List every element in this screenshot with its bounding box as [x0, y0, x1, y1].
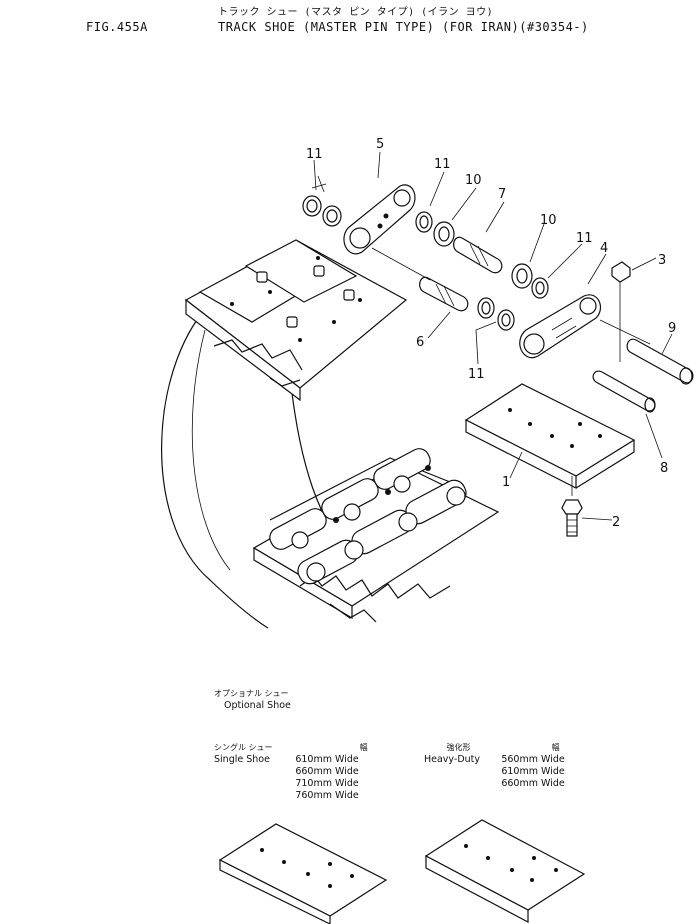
single-shoe-wide: Wide: [335, 766, 359, 777]
heavy-duty-size: 560mm: [501, 754, 538, 765]
heavy-duty-wide: Wide: [541, 754, 565, 765]
callout-2: 2: [612, 515, 620, 530]
single-shoe-jp-label: シングル シュー: [214, 743, 273, 752]
callout-5: 5: [376, 137, 384, 152]
lower-chain: [252, 448, 500, 623]
callout-7: 7: [498, 187, 506, 202]
single-shoe-wide: Wide: [335, 754, 359, 765]
single-shoe-label: Single Shoe: [214, 754, 270, 765]
heavy-duty-wide: Wide: [541, 778, 565, 789]
upper-shoes: [184, 239, 408, 402]
callout-9: 9: [668, 321, 676, 336]
optional-heavy-duty-shoe-drawing: [424, 819, 586, 923]
single-shoe-wide: Wide: [335, 790, 359, 801]
optional-shoe-jp-label: オプショナル シュー: [214, 689, 289, 698]
shoe-bolt-2: [561, 499, 583, 537]
callout-11-a: 11: [306, 147, 323, 162]
pins-8-9: [592, 338, 694, 413]
callout-10-a: 10: [465, 173, 482, 188]
callout-6: 6: [416, 335, 424, 350]
japanese-title: トラック シュー (マスタ ピン タイプ) (イラン ヨウ): [218, 7, 494, 18]
heavy-duty-label: Heavy-Duty: [424, 754, 480, 765]
heavy-duty-wide: Wide: [541, 766, 565, 777]
heavy-duty-row: 610mm Wide: [424, 766, 565, 778]
single-shoe-row: Single Shoe 610mm Wide: [214, 754, 368, 766]
single-shoe-size: 610mm: [295, 754, 332, 765]
callout-11-c: 11: [576, 231, 593, 246]
heavy-duty-table: 強化形 幅 Heavy-Duty 560mm Wide 610mm Wide 66…: [424, 742, 565, 790]
leader-lines: [313, 151, 673, 521]
callout-11-b: 11: [434, 157, 451, 172]
single-shoe-size: 660mm: [295, 766, 332, 777]
heavy-duty-jp-header: 強化形 幅: [424, 742, 565, 754]
optional-shoe-label: Optional Shoe: [224, 700, 291, 711]
master-link-5: [302, 175, 416, 255]
callout-3: 3: [658, 253, 666, 268]
single-shoe-size: 760mm: [295, 790, 332, 801]
diagram-title: TRACK SHOE (MASTER PIN TYPE) (FOR IRAN)(…: [218, 20, 589, 34]
master-link-4: [519, 261, 651, 362]
heavy-duty-row: 660mm Wide: [424, 778, 565, 790]
optional-shoe-note: オプショナル シュー Optional Shoe: [214, 688, 291, 712]
single-shoe-width-header: 幅: [359, 743, 368, 752]
single-shoe-row: 760mm Wide: [214, 790, 368, 802]
callout-8: 8: [660, 461, 668, 476]
single-shoe-row: 660mm Wide: [214, 766, 368, 778]
callout-4: 4: [600, 241, 608, 256]
heavy-duty-size: 610mm: [501, 766, 538, 777]
optional-single-shoe-drawing: [218, 823, 388, 924]
heavy-duty-width-header: 幅: [551, 743, 560, 752]
callout-11-d: 11: [468, 367, 485, 382]
single-shoe-size: 710mm: [295, 778, 332, 789]
callout-1: 1: [502, 475, 510, 490]
heavy-duty-size: 660mm: [501, 778, 538, 789]
figure-number: FIG.455A: [86, 20, 148, 34]
heavy-duty-row: Heavy-Duty 560mm Wide: [424, 754, 565, 766]
single-shoe-table: シングル シュー 幅 Single Shoe 610mm Wide 660mm W…: [214, 742, 368, 802]
heavy-duty-jp-label: 強化形: [446, 743, 471, 752]
single-shoe-row: 710mm Wide: [214, 778, 368, 790]
single-shoe-wide: Wide: [335, 778, 359, 789]
callout-10-b: 10: [540, 213, 557, 228]
single-shoe-jp-header: シングル シュー 幅: [214, 742, 368, 754]
pins-and-bushings: [371, 211, 549, 331]
track-shoe-1: [464, 383, 636, 496]
